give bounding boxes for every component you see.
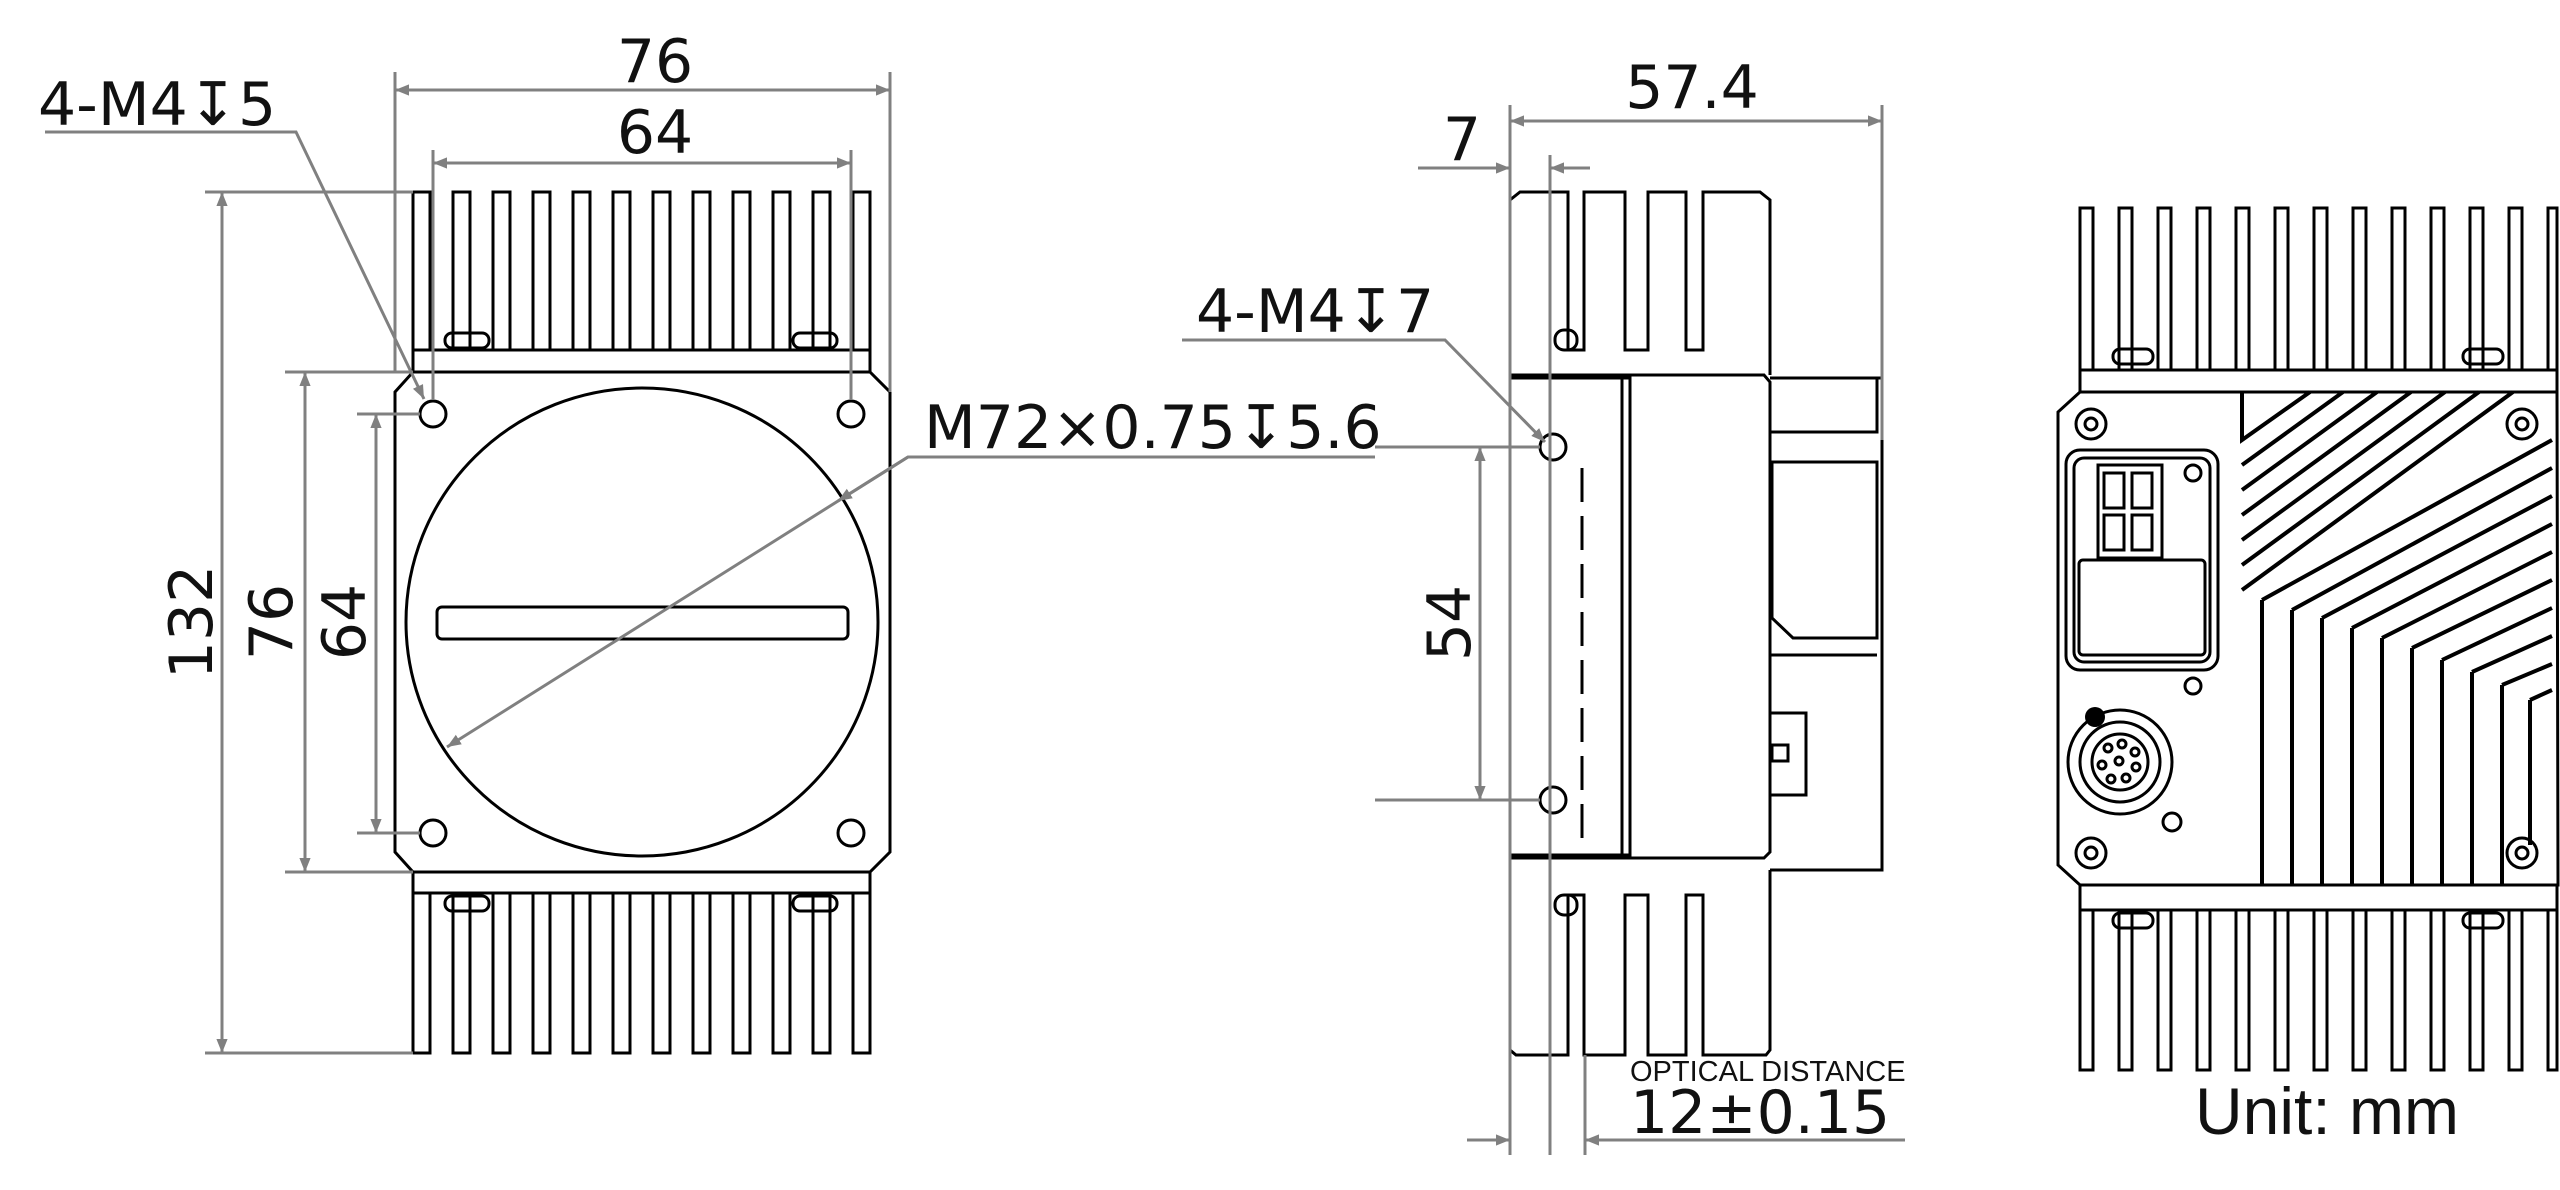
rear-status-led [2183, 676, 2203, 696]
rear-bottom-fins [2078, 885, 2559, 1072]
lens-thread-callout: M72×0.75↧5.6 [924, 393, 1382, 463]
front-mount-hole-callout: 4-M4↧5 [38, 70, 276, 140]
dim-front-hole-height: 64 [310, 584, 380, 660]
side-connector [1770, 711, 1808, 797]
side-top-fins [1508, 190, 1772, 375]
side-view [1508, 190, 1884, 1057]
dim-front-body-height: 76 [237, 584, 307, 660]
front-view [393, 190, 892, 1055]
side-mount-flange [1508, 376, 1632, 857]
rear-top-fins [2078, 206, 2559, 392]
dim-side-depth: 57.4 [1625, 53, 1759, 123]
side-rear-block [1770, 376, 1884, 872]
dim-front-height: 132 [157, 565, 227, 680]
front-top-fins [411, 190, 872, 372]
rear-screw [2074, 407, 2108, 441]
side-mount-hole-callout: 4-M4↧7 [1196, 277, 1434, 347]
dim-side-flange-offset: 7 [1443, 105, 1481, 175]
sensor-slot [435, 605, 850, 641]
rear-network-port [2064, 448, 2220, 672]
rear-status-led [2183, 463, 2203, 483]
optical-distance-label: OPTICAL DISTANCE [1630, 1056, 1906, 1088]
front-mount-hole [836, 399, 866, 429]
dim-front-width: 76 [617, 27, 693, 97]
front-bottom-fins [411, 872, 872, 1055]
rear-heatsink-ribs [2240, 390, 2553, 885]
dim-front-hole-width: 64 [617, 98, 693, 168]
rear-io-connector [2066, 708, 2174, 816]
rear-view [2056, 206, 2560, 1072]
front-body-plate [393, 370, 892, 874]
optical-distance-value: 12±0.15 [1630, 1078, 1890, 1148]
front-mount-hole [836, 818, 866, 848]
dim-side-hole-spacing: 54 [1415, 585, 1485, 661]
unit-label: Unit: mm [2195, 1074, 2459, 1148]
front-dimensions [45, 72, 1375, 1055]
rear-screw [2505, 836, 2539, 870]
rear-screw [2074, 836, 2108, 870]
side-bottom-fins [1508, 870, 1772, 1057]
side-dimensions [1182, 105, 1905, 1155]
rear-screw [2505, 407, 2539, 441]
rear-body-plate [2056, 390, 2560, 887]
lens-mount-circle [404, 386, 880, 858]
